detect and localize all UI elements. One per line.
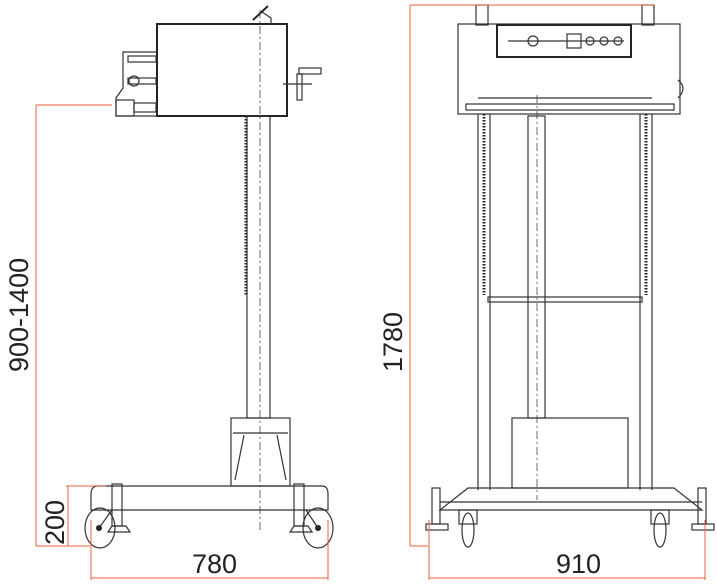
sealer-head-box xyxy=(156,23,288,117)
side-bracket xyxy=(115,51,157,117)
top-knob xyxy=(252,5,272,24)
dimension-base-height: 200 xyxy=(40,485,106,546)
front-leveling-feet xyxy=(425,487,715,531)
control-panel xyxy=(496,24,632,58)
side-view xyxy=(84,5,334,549)
dimension-width: 910 xyxy=(428,520,706,580)
base-rail xyxy=(90,485,329,511)
front-casters xyxy=(458,509,670,548)
display-icon xyxy=(566,33,582,49)
overall-height-label: 1780 xyxy=(378,312,408,372)
front-base xyxy=(438,487,704,511)
column-base-box xyxy=(230,417,291,487)
left-upright-top xyxy=(475,4,489,26)
knob-icon xyxy=(613,36,623,46)
side-leveling-feet xyxy=(106,483,314,533)
depth-label: 780 xyxy=(192,549,237,579)
side-casters xyxy=(84,507,334,549)
front-base-box xyxy=(511,417,629,489)
right-upright-top xyxy=(641,4,655,26)
side-handle xyxy=(677,79,684,99)
column xyxy=(246,115,271,419)
knob-icon xyxy=(585,36,595,46)
front-view xyxy=(425,4,715,548)
dimension-overall-height: 1780 xyxy=(378,4,654,547)
dimension-depth: 780 xyxy=(90,520,329,580)
crank-handle-icon xyxy=(283,67,322,101)
switch-icon xyxy=(527,35,539,47)
knob-icon xyxy=(599,36,609,46)
height-range-label: 900-1400 xyxy=(4,258,34,372)
crossbar xyxy=(487,296,643,303)
width-label: 910 xyxy=(556,549,601,579)
base-height-label: 200 xyxy=(40,500,70,545)
front-column xyxy=(527,115,546,419)
dimension-height-range: 900-1400 xyxy=(4,104,112,547)
front-head-frame xyxy=(457,23,681,115)
